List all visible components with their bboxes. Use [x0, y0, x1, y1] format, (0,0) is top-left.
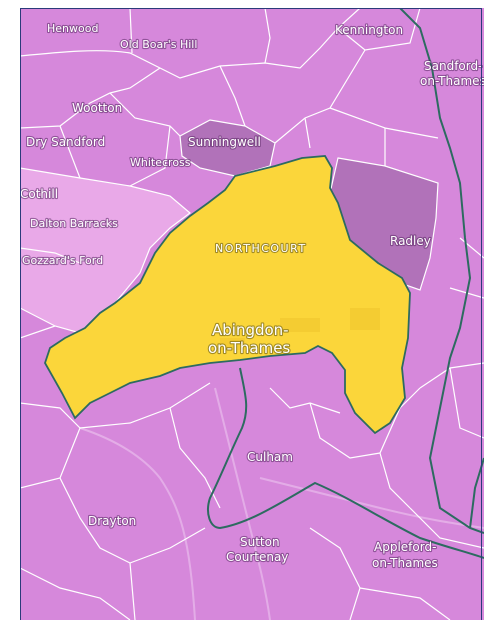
highlighted-area-abingdon[interactable] [44, 155, 411, 435]
label-drayton: Drayton [88, 514, 136, 528]
label-sandford-2: on-Thames [420, 74, 484, 88]
label-wootton: Wootton [72, 101, 122, 115]
label-abingdon-2: on-Thames [208, 339, 290, 357]
label-sandford-1: Sandford- [424, 59, 482, 73]
urban-texture [220, 308, 380, 350]
label-sunningwell: Sunningwell [188, 135, 261, 149]
label-culham: Culham [247, 450, 293, 464]
map-canvas[interactable]: Henwood Old Boar's Hill Kennington Sandf… [20, 8, 484, 620]
label-radley: Radley [390, 234, 431, 248]
boundary-lines [20, 8, 484, 620]
label-whitecross: Whitecross [130, 156, 191, 169]
label-henwood: Henwood [47, 22, 98, 35]
label-appleford-2: on-Thames [372, 556, 438, 570]
label-northcourt: NORTHCOURT [215, 242, 307, 255]
map-viewport[interactable]: Henwood Old Boar's Hill Kennington Sandf… [20, 8, 484, 620]
label-old-boars-hill: Old Boar's Hill [120, 38, 197, 51]
region-sunningwell[interactable] [179, 119, 276, 177]
label-dalton-barracks: Dalton Barracks [30, 217, 118, 230]
label-dry-sandford: Dry Sandford [26, 135, 105, 149]
label-sutton-2: Courtenay [226, 550, 288, 564]
label-gozzards-ford: Gozzard's Ford [22, 254, 103, 267]
label-sutton-1: Sutton [240, 535, 280, 549]
label-kennington: Kennington [335, 23, 403, 37]
label-abingdon-1: Abingdon- [212, 321, 289, 339]
label-cothill: Cothill [20, 187, 58, 201]
road-network [79, 387, 484, 620]
label-appleford-1: Appleford- [374, 540, 436, 554]
